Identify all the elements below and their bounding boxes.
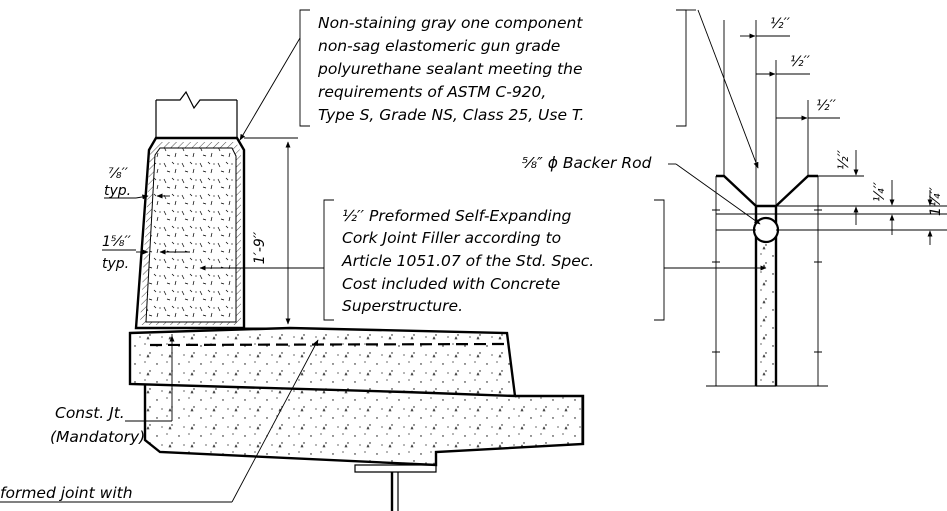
backer-rod-circle — [752, 216, 780, 244]
joint-detail: ½′′ ½′′ ½′′ ½′′ ¼′′ 1¼′′ ⅝″ ϕ Backer Rod — [522, 16, 947, 387]
sealant-line-4: requirements of ASTM C-920, — [318, 83, 546, 101]
quarter-dim: ¼′′ — [872, 181, 888, 202]
cork-line-3: Article 1051.07 of the Std. Spec. — [341, 252, 594, 270]
formed-joint-line: formed joint with — [0, 484, 133, 502]
cork-line-4: Cost included with Concrete — [342, 275, 560, 293]
one-quarter-dim: 1¼′′ — [928, 186, 944, 216]
sealant-line-2: non-sag elastomeric gun grade — [318, 37, 560, 55]
cork-note: ½′′ Preformed Self-Expanding Cork Joint … — [199, 199, 767, 321]
cork-line-5: Superstructure. — [342, 297, 463, 315]
height-dimension: 1′-9′′ — [244, 137, 298, 329]
parapet — [134, 90, 246, 330]
deck-slab — [128, 326, 585, 511]
rebar-dashed — [149, 342, 506, 347]
backer-rod-label: ⅝″ ϕ Backer Rod — [522, 154, 652, 172]
one-five-eighths-label: 1⅝′′ — [102, 234, 132, 250]
const-jt-line-2: (Mandatory) — [50, 428, 145, 446]
const-jt-line-1: Const. Jt. — [55, 404, 125, 422]
seven-eighths-label: ⅞′′ — [108, 166, 129, 182]
sealant-note: Non-staining gray one component non-sag … — [239, 9, 759, 169]
svg-text:–: – — [0, 502, 8, 511]
cork-line-1: ½′′ Preformed Self-Expanding — [342, 207, 572, 225]
half-dim-4: ½′′ — [836, 149, 852, 170]
const-jt-note: Const. Jt. (Mandatory) — [50, 335, 175, 446]
half-dim-3: ½′′ — [816, 98, 837, 114]
half-dim-1: ½′′ — [770, 16, 791, 32]
seven-eighths-typ: typ. — [104, 183, 131, 199]
height-label: 1′-9′′ — [252, 231, 268, 264]
sealant-line-3: polyurethane sealant meeting the — [317, 60, 583, 78]
cork-line-2: Cork Joint Filler according to — [342, 229, 561, 247]
formed-joint-note: formed joint with – — [0, 339, 319, 511]
sealant-line-5: Type S, Grade NS, Class 25, Use T. — [318, 106, 584, 124]
seven-eighths-callout: ⅞′′ typ. — [104, 166, 170, 200]
one-five-eighths-typ: typ. — [102, 256, 129, 272]
one-five-eighths-callout: 1⅝′′ typ. — [102, 234, 190, 272]
sealant-line-1: Non-staining gray one component — [318, 14, 583, 32]
parapet-outline — [134, 136, 246, 330]
half-dim-2: ½′′ — [790, 54, 811, 70]
